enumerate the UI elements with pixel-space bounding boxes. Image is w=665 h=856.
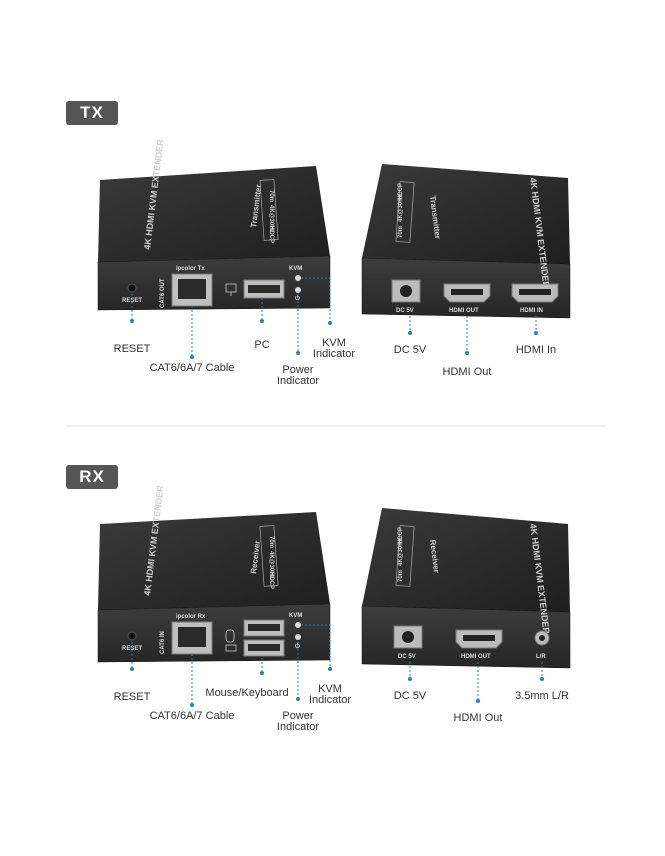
- rx-cat6-panel-label: CAT6 IN: [160, 631, 166, 654]
- tx-front-box-2: 4K@30Hz: [268, 205, 274, 233]
- tx-front-device: 4K HDMI KVM EXTENDER Transmitter 70m 4K@…: [97, 138, 331, 311]
- rx-badge: RX: [66, 465, 118, 489]
- section-divider: [66, 425, 606, 427]
- tx-port-top-label: ipcolor Tx: [176, 266, 205, 272]
- rx-callout-lr: 3.5mm L/R: [515, 690, 569, 702]
- rx-back-box-2: 4K@30Hz: [398, 538, 404, 566]
- tx-dc-panel-label: DC 5V: [396, 308, 414, 314]
- rx-front-box-2: 4K@30Hz: [268, 551, 274, 579]
- tx-back-box-3: HDCP: [398, 183, 404, 200]
- rx-front-top-role: Receiver: [249, 540, 262, 574]
- tx-callout-dc: DC 5V: [394, 344, 427, 356]
- rx-hdmi-out-panel-label: HDMI OUT: [461, 654, 491, 660]
- tx-callout-hdmi-in: HDMI In: [516, 344, 556, 356]
- tx-hdmi-in-panel-label: HDMI IN: [520, 308, 543, 314]
- tx-front-top-face: [98, 166, 330, 262]
- rx-mouse-keyboard-icon: [225, 629, 237, 652]
- tx-callout-hdmi-out: HDMI Out: [443, 366, 492, 378]
- rx-back-top-face: [362, 508, 570, 612]
- rx-back-box-3: HDCP: [398, 527, 404, 544]
- tx-front-leaders: [130, 277, 332, 359]
- rx-front-box-3: HDCP: [268, 572, 274, 589]
- tx-reset-hole: [127, 283, 137, 293]
- tx-callout-reset: RESET: [114, 343, 151, 355]
- rx-dc-panel-label: DC 5V: [398, 654, 416, 660]
- tx-back-box-1: 70m: [398, 226, 404, 238]
- tx-kvm-panel-label: KVM: [289, 266, 302, 272]
- tx-front-box-3: HDCP: [268, 226, 274, 243]
- rx-back-device: 4K HDMI KVM EXTENDER Receiver 70m 4K@30H…: [361, 508, 571, 669]
- tx-kvm-led: [295, 275, 301, 281]
- tx-badge: TX: [66, 101, 118, 125]
- rx-port-top-label: ipcolor Rx: [176, 614, 206, 620]
- rx-front-device: 4K HDMI KVM EXTENDER Receiver 70m 4K@30H…: [97, 484, 331, 663]
- rx-front-top-face: [98, 512, 330, 610]
- rx-callout-dc: DC 5V: [394, 690, 427, 702]
- tx-cat6-panel-label: CAT6 OUT: [160, 278, 166, 308]
- tx-callout-cable: CAT6/6A/7 Cable: [150, 362, 235, 374]
- rx-back-leaders: [408, 662, 544, 703]
- rx-lr-panel-label: L/R: [536, 654, 546, 660]
- rx-kvm-panel-label: KVM: [289, 613, 302, 619]
- tx-hdmi-out-panel-label: HDMI OUT: [449, 308, 479, 314]
- tx-back-leaders: [408, 316, 538, 355]
- tx-power-led: [295, 287, 301, 293]
- rx-kvm-led: [295, 622, 301, 628]
- rx-power-led: [295, 634, 301, 640]
- tx-usb-icon: [225, 283, 237, 296]
- rx-callout-cable: CAT6/6A/7 Cable: [150, 710, 235, 722]
- rx-back-box-1: 70m: [398, 570, 404, 582]
- rx-callout-hdmi-out: HDMI Out: [454, 712, 503, 724]
- rx-front-leaders: [130, 624, 332, 707]
- tx-rj45-inner: [178, 279, 206, 299]
- tx-front-box-1: 70m: [268, 190, 274, 202]
- rx-front-box-1: 70m: [268, 536, 274, 548]
- tx-reset-panel-label: RESET: [122, 298, 142, 304]
- tx-back-top-face: [362, 164, 570, 264]
- rx-callout-mouse-keyboard: Mouse/Keyboard: [205, 687, 288, 699]
- rx-callout-reset: RESET: [114, 691, 151, 703]
- tx-callout-pc: PC: [254, 339, 269, 351]
- tx-back-device: 4K HDMI KVM EXTENDER Transmitter 70m 4K@…: [361, 164, 571, 319]
- tx-back-box-2: 4K@30Hz: [398, 194, 404, 222]
- rx-reset-hole: [127, 631, 137, 641]
- rx-reset-panel-label: RESET: [122, 646, 142, 652]
- rx-back-top-role: Receiver: [428, 539, 441, 573]
